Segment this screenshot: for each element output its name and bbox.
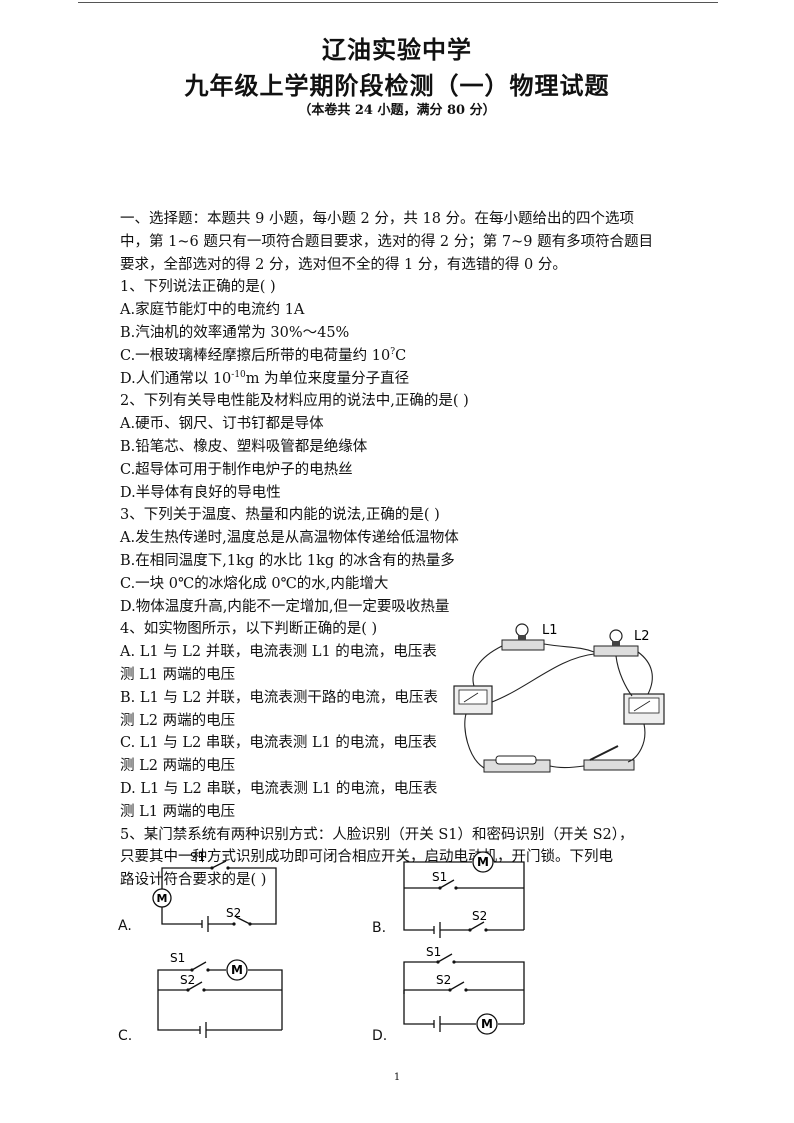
q3-option-c: C.一块 0℃的冰熔化成 0℃的水,内能增大: [120, 575, 389, 592]
battery-holder: [483, 755, 551, 773]
q2-stem: 2、下列有关导电性能及材料应用的说法中,正确的是( ): [120, 393, 469, 410]
s1-label: S1: [170, 951, 185, 965]
wires: [464, 643, 653, 769]
top-border-line: [78, 2, 718, 3]
q1-option-a: A.家庭节能灯中的电流约 1A: [120, 302, 305, 319]
q4-option-a: A. L1 与 L2 并联，电流表测 L1 的电流，电压表测 L1 两端的电压: [120, 644, 437, 683]
section-intro-line-1: 一、选择题：本题共 9 小题，每小题 2 分，共 18 分。在每小题给出的四个选…: [120, 211, 635, 227]
voltmeter: [453, 685, 493, 715]
section-intro-line-3: 要求，全部选对的得 2 分，选对但不全的得 1 分，有选错的得 0 分。: [120, 256, 567, 273]
bulb-l2: [593, 629, 639, 657]
q5-line-3: 路设计符合要求的是( ): [120, 872, 267, 889]
l1-label: L1: [542, 623, 558, 638]
s1-label: S1: [432, 870, 447, 884]
option-b-label: B.: [372, 920, 387, 936]
exam-title: 九年级上学期阶段检测（一）物理试题: [184, 71, 610, 100]
q2-option-b: B.铅笔芯、橡皮、塑料吸管都是绝缘体: [120, 438, 368, 455]
q2-option-c: C.超导体可用于制作电炉子的电热丝: [120, 461, 353, 478]
q1-option-b: B.汽油机的效率通常为 30%～45%: [120, 324, 350, 341]
circuit-option-a: M S1 S2: [152, 850, 277, 932]
q4-option-c: C. L1 与 L2 串联，电流表测 L1 的电流，电压表测 L2 两端的电压: [120, 735, 437, 775]
q4-stem: 4、如实物图所示，以下判断正确的是( ): [120, 621, 378, 638]
school-name: 辽油实验中学: [322, 35, 472, 64]
q3-option-d: D.物体温度升高,内能不一定增加,但一定要吸收热量: [120, 598, 450, 615]
section-intro-line-2: 中，第 1~6 题只有一项符合题目要求，选对的得 2 分；第 7~9 题有多项符…: [120, 233, 654, 250]
s1-label: S1: [190, 850, 205, 864]
q5-line-1: 5、某门禁系统有两种识别方式：人脸识别（开关 S1）和密码识别（开关 S2），: [120, 826, 634, 843]
motor-label: M: [231, 963, 243, 977]
q2-option-a: A.硬币、钢尺、订书钉都是导体: [120, 416, 324, 433]
knife-switch: [583, 745, 635, 771]
circuit-option-c: M S1 S2: [157, 951, 283, 1038]
q2-option-d: D.半导体有良好的导电性: [120, 484, 281, 501]
q1-option-c: C.一根玻璃棒经摩擦后所带的电荷量约 10?C: [120, 346, 407, 364]
circuit-option-b: M S1 S2: [403, 851, 525, 938]
q3-option-b: B.在相同温度下,1kg 的水比 1kg 的冰含有的热量多: [120, 552, 455, 569]
s2-label: S2: [472, 909, 487, 923]
motor-label: M: [481, 1017, 493, 1031]
q1-stem: 1、下列说法正确的是( ): [120, 279, 276, 296]
motor-label: M: [157, 892, 168, 905]
s2-label: S2: [226, 906, 241, 920]
option-a-label: A.: [118, 918, 132, 934]
q4-option-b: B. L1 与 L2 并联，电流表测干路的电流，电压表测 L2 两端的电压: [120, 689, 438, 729]
q1-option-d: D.人们通常以 10-10m 为单位来度量分子直径: [120, 369, 410, 387]
s2-label: S2: [436, 973, 451, 987]
q4-physical-circuit-figure: L1 L2: [453, 623, 665, 773]
option-c-label: C.: [118, 1028, 133, 1044]
q3-option-a: A.发生热传递时,温度总是从高温物体传递给低温物体: [120, 530, 459, 547]
s2-label: S2: [180, 973, 195, 987]
ammeter: [623, 693, 665, 725]
bulb-l1: [501, 623, 545, 651]
motor-label: M: [477, 855, 489, 869]
q4-option-d: D. L1 与 L2 串联，电流表测 L1 的电流，电压表测 L1 两端的电压: [120, 780, 438, 820]
l2-label: L2: [634, 629, 650, 644]
question-body: 一、选择题：本题共 9 小题，每小题 2 分，共 18 分。在每小题给出的四个选…: [120, 208, 680, 892]
exam-note: （本卷共 24 小题，满分 80 分）: [298, 103, 496, 118]
s1-label: S1: [426, 945, 441, 959]
q3-stem: 3、下列关于温度、热量和内能的说法,正确的是( ): [120, 507, 440, 524]
circuit-option-d: M S1 S2: [403, 945, 525, 1035]
page-number: 1: [393, 1072, 401, 1083]
option-d-label: D.: [372, 1028, 388, 1044]
